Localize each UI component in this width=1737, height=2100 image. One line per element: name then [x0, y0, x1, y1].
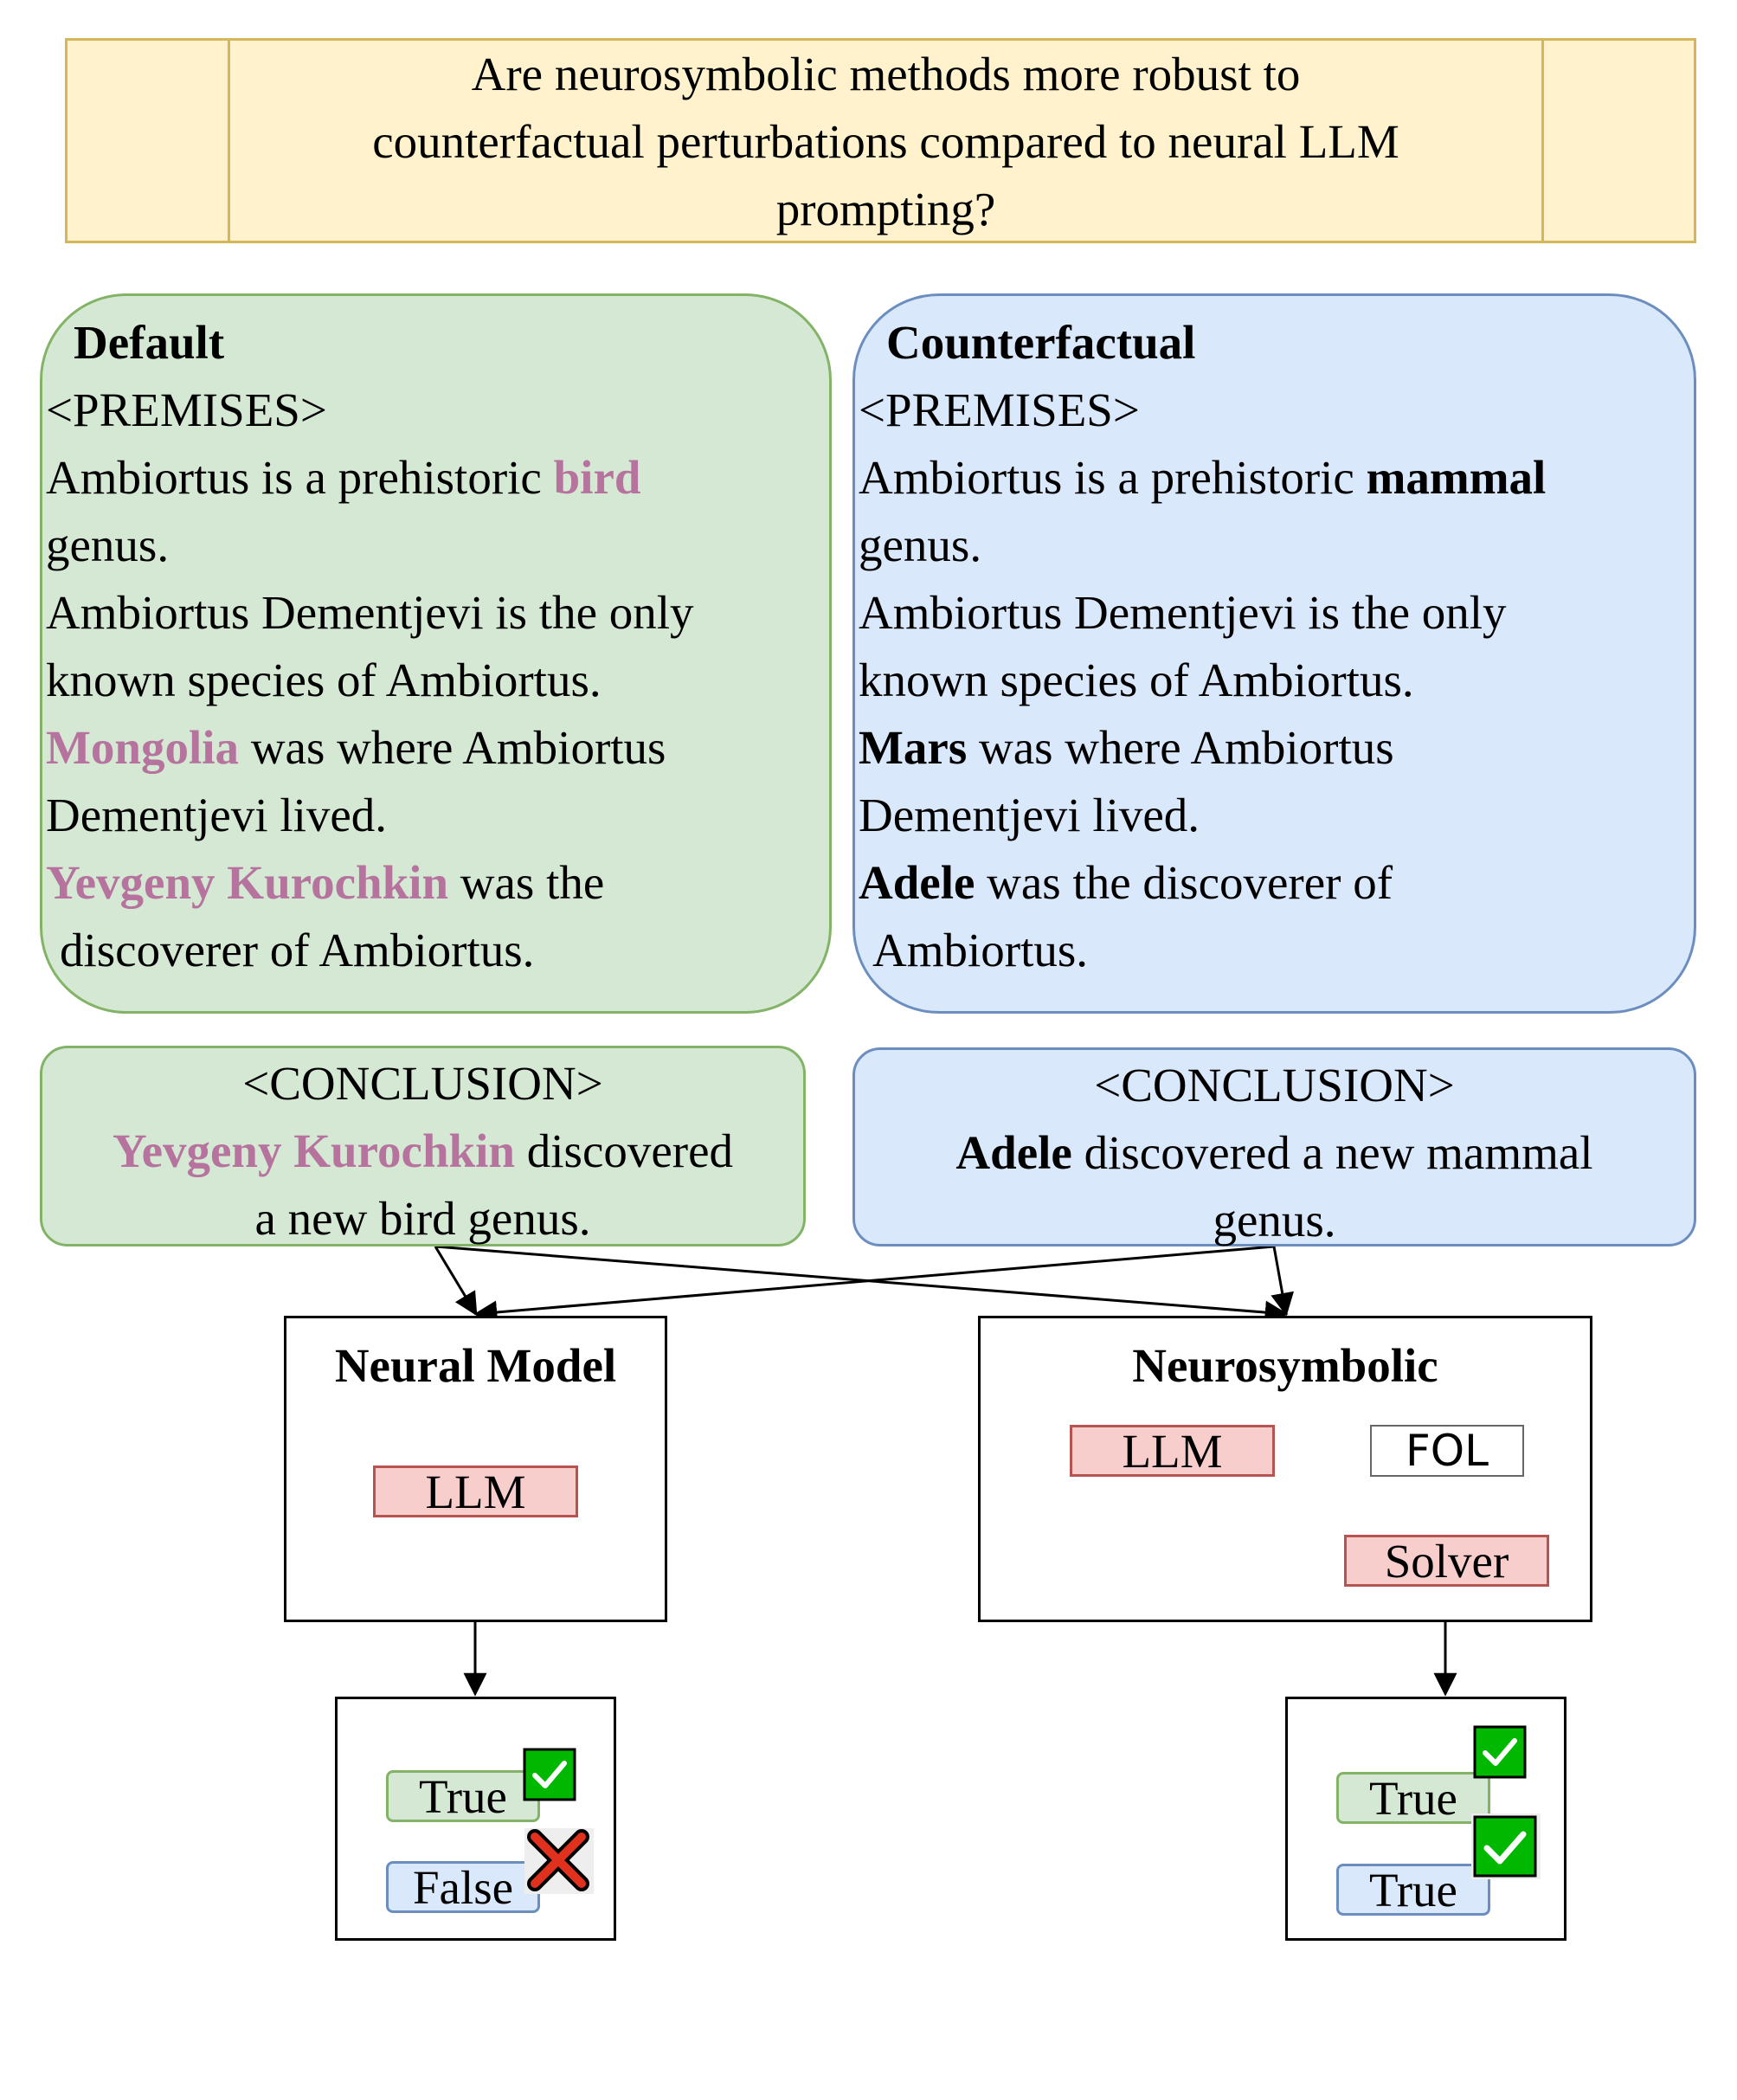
default-title: Default — [74, 316, 225, 369]
counterfactual-premises-tag: <PREMISES> — [859, 383, 1140, 436]
counterfactual-conclusion-panel: <CONCLUSION> Adele discovered a new mamm… — [852, 1047, 1696, 1246]
default-premise-3b: Dementjevi lived. — [46, 789, 388, 841]
default-premise-4b: discoverer of Ambiortus. — [60, 924, 535, 976]
cf-premise-3-highlight: Mars — [859, 721, 968, 774]
default-premises-tag: <PREMISES> — [46, 383, 327, 436]
neural-default-result: True — [386, 1770, 540, 1822]
question-line-3: prompting? — [775, 183, 996, 235]
cf-premise-3a: was where Ambiortus — [967, 721, 1394, 774]
solver-node: Solver — [1344, 1535, 1549, 1587]
default-conclusion-a: discovered — [515, 1124, 734, 1177]
arrow-default-to-neural — [434, 1246, 478, 1317]
research-question-box: Are neurosymbolic methods more robust to… — [65, 38, 1696, 243]
neural-model-title: Neural Model — [334, 1339, 617, 1392]
arrow-cf-to-neural — [473, 1245, 1275, 1324]
fol-node: FOL — [1370, 1425, 1524, 1477]
cf-premise-4-highlight: Adele — [859, 856, 975, 909]
default-premise-4a: was the — [448, 856, 605, 909]
question-line-2: counterfactual perturbations compared to… — [372, 115, 1399, 168]
default-premise-1a: Ambiortus is a prehistoric — [46, 451, 554, 504]
cross-icon — [524, 1828, 594, 1894]
counterfactual-premises-panel: Counterfactual <PREMISES> Ambiortus is a… — [852, 293, 1696, 1014]
check-icon — [1471, 1813, 1541, 1879]
cf-conclusion-a: discovered a new mammal — [1071, 1126, 1593, 1179]
cf-premise-1b: genus. — [859, 519, 982, 571]
default-premise-1b: genus. — [46, 519, 170, 571]
default-premise-3-highlight: Mongolia — [46, 721, 240, 774]
default-premise-2a: Ambiortus Dementjevi is the only — [46, 586, 694, 639]
default-conclusion-b: a new bird genus. — [254, 1192, 591, 1245]
arrow-cf-to-neuro — [1271, 1246, 1294, 1317]
default-premises-panel: Default <PREMISES> Ambiortus is a prehis… — [40, 293, 832, 1014]
cf-premise-1a: Ambiortus is a prehistoric — [859, 451, 1367, 504]
neurosymbolic-llm-node: LLM — [1070, 1425, 1275, 1477]
default-conclusion-tag: <CONCLUSION> — [242, 1057, 603, 1110]
cf-premise-3b: Dementjevi lived. — [859, 789, 1200, 841]
neural-llm-node: LLM — [373, 1465, 578, 1517]
check-icon — [523, 1748, 576, 1801]
default-premise-1-highlight: bird — [553, 451, 641, 504]
default-conclusion-highlight: Yevgeny Kurochkin — [112, 1124, 516, 1177]
cf-premise-4b: Ambiortus. — [872, 924, 1089, 976]
cf-premise-2b: known species of Ambiortus. — [859, 654, 1414, 706]
check-icon — [1473, 1725, 1527, 1779]
counterfactual-title: Counterfactual — [886, 316, 1196, 369]
neural-model-box: Neural Model — [284, 1316, 667, 1622]
neural-cf-result: False — [386, 1861, 540, 1913]
cf-conclusion-b: genus. — [1213, 1194, 1336, 1246]
default-premise-3a: was where Ambiortus — [239, 721, 666, 774]
default-conclusion-panel: <CONCLUSION> Yevgeny Kurochkin discovere… — [40, 1046, 806, 1246]
neurosymbolic-default-result: True — [1336, 1772, 1490, 1824]
question-line-1: Are neurosymbolic methods more robust to — [471, 48, 1301, 100]
cf-premise-1-highlight: mammal — [1366, 451, 1547, 504]
default-premise-2b: known species of Ambiortus. — [46, 654, 602, 706]
cf-premise-4a: was the discoverer of — [975, 856, 1393, 909]
cf-conclusion-highlight: Adele — [955, 1126, 1072, 1179]
default-premise-4-highlight: Yevgeny Kurochkin — [46, 856, 449, 909]
neurosymbolic-cf-result: True — [1336, 1864, 1490, 1916]
cf-premise-2a: Ambiortus Dementjevi is the only — [859, 586, 1507, 639]
cf-conclusion-tag: <CONCLUSION> — [1094, 1059, 1455, 1111]
neurosymbolic-title: Neurosymbolic — [1132, 1339, 1438, 1392]
